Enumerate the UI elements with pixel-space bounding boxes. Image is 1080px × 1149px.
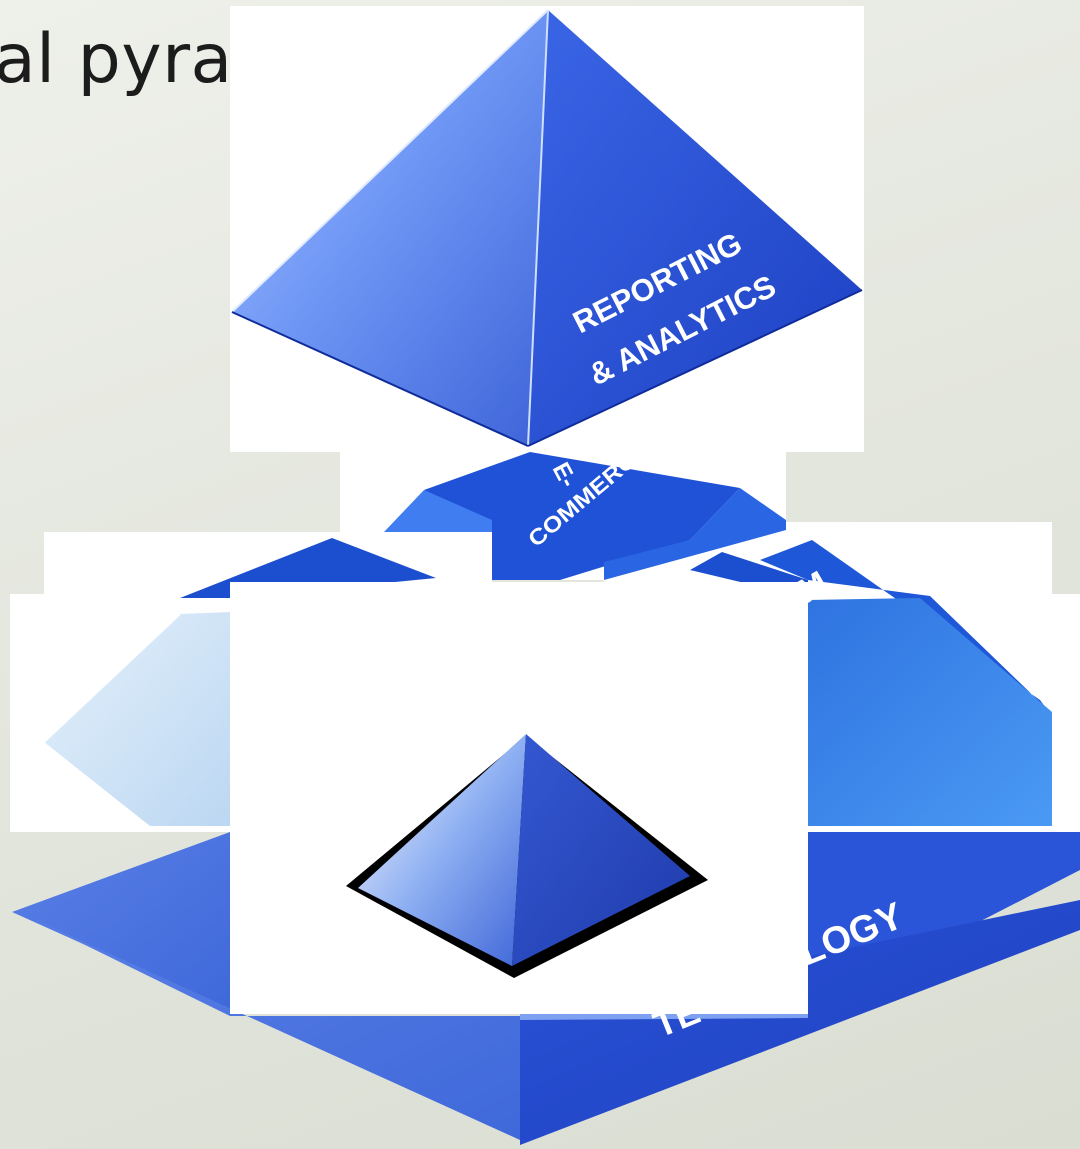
small-pyramid-right-face bbox=[512, 734, 690, 966]
base-top-left bbox=[12, 832, 230, 1010]
base-front-right bbox=[520, 900, 1080, 1145]
panel-left-far bbox=[10, 594, 50, 832]
base-rim bbox=[520, 1014, 808, 1020]
left-tier-face bbox=[44, 612, 230, 826]
top-pyramid-right-face bbox=[528, 10, 862, 446]
small-pyramid-left-face bbox=[358, 734, 526, 966]
small-pyramid bbox=[346, 734, 708, 978]
ecommerce-tier bbox=[384, 452, 786, 580]
right-tier-cap bbox=[760, 540, 1046, 708]
base-front-left bbox=[18, 912, 520, 1140]
base-tier bbox=[12, 832, 1080, 1145]
ecommerce-face-right bbox=[604, 488, 786, 580]
ecommerce-face-left bbox=[384, 490, 492, 532]
right-tier-face bbox=[808, 598, 1052, 826]
top-pyramid bbox=[231, 9, 863, 447]
top-pyramid-left-face bbox=[232, 10, 548, 446]
